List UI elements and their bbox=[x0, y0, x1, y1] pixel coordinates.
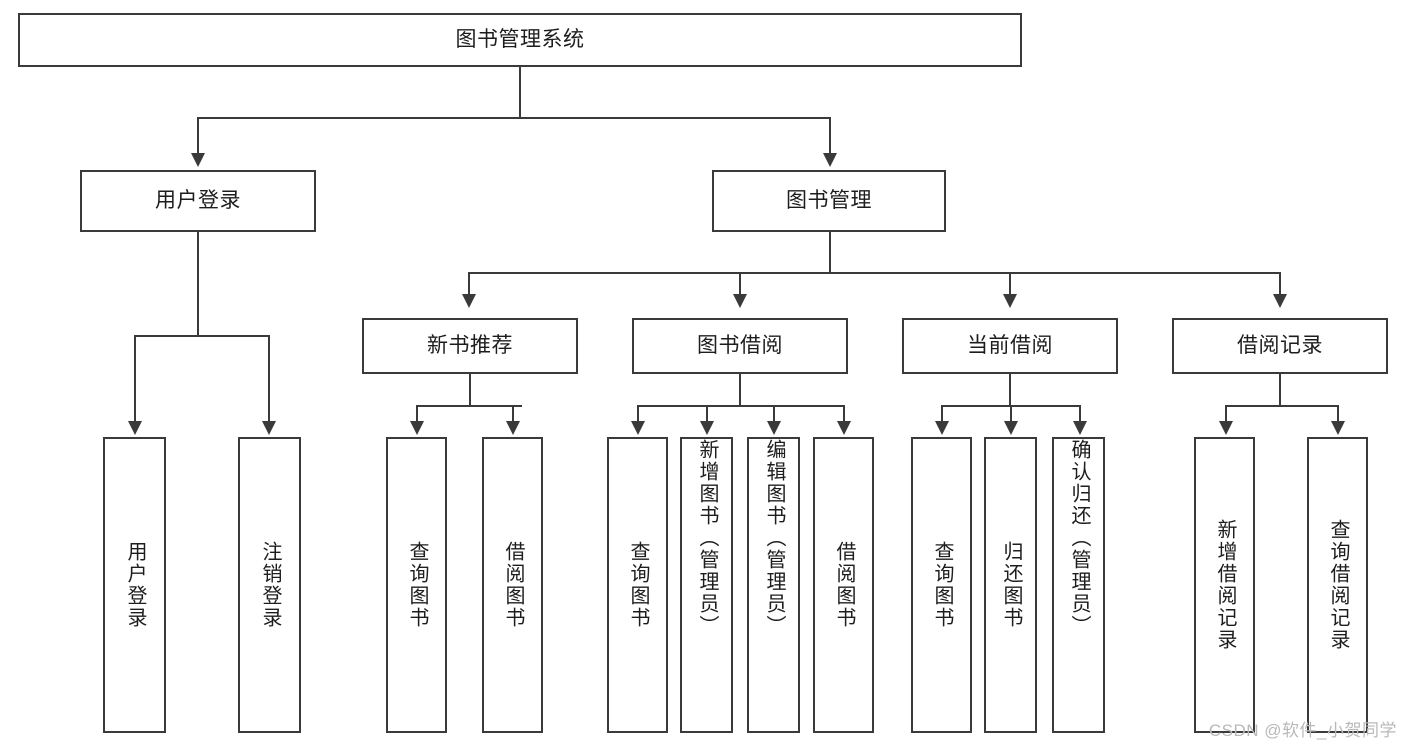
connector-to-user-login bbox=[197, 117, 199, 155]
node-leaf-query-book-2[interactable]: 查询图书 bbox=[607, 437, 668, 733]
node-current-borrow[interactable]: 当前借阅 bbox=[902, 318, 1118, 374]
connector-level1-bus bbox=[197, 117, 831, 119]
connector-to-leaf-query-book-2 bbox=[637, 405, 639, 423]
node-label: 查询图书 bbox=[406, 541, 428, 629]
connector-new-book-bus bbox=[416, 405, 522, 407]
node-book-borrow[interactable]: 图书借阅 bbox=[632, 318, 848, 374]
node-label: 查询借阅记录 bbox=[1327, 519, 1349, 651]
arrowhead-to-current-borrow bbox=[1003, 294, 1017, 308]
node-root-system[interactable]: 图书管理系统 bbox=[18, 13, 1022, 67]
connector-level3-bus bbox=[468, 272, 1280, 274]
node-leaf-borrow-book-2[interactable]: 借阅图书 bbox=[813, 437, 874, 733]
connector-to-current-borrow bbox=[1009, 272, 1011, 296]
node-leaf-query-book-3[interactable]: 查询图书 bbox=[911, 437, 972, 733]
node-leaf-add-book[interactable]: 新增图书（管理员） bbox=[680, 437, 733, 733]
arrowhead-to-leaf-query-record bbox=[1331, 421, 1345, 435]
node-label: 注销登录 bbox=[259, 541, 281, 629]
arrowhead-to-leaf-edit-book bbox=[767, 421, 781, 435]
node-label: 确认归还（管理员） bbox=[1068, 439, 1090, 637]
arrowhead-to-new-book-recommend bbox=[462, 294, 476, 308]
connector-to-leaf-edit-book bbox=[773, 405, 775, 423]
arrowhead-to-leaf-query-book-2 bbox=[631, 421, 645, 435]
connector-to-leaf-user-login bbox=[134, 335, 136, 423]
connector-to-book-borrow bbox=[739, 272, 741, 296]
node-leaf-query-book-1[interactable]: 查询图书 bbox=[386, 437, 447, 733]
node-leaf-confirm-return[interactable]: 确认归还（管理员） bbox=[1052, 437, 1105, 733]
node-label: 新增图书（管理员） bbox=[696, 439, 718, 637]
node-label: 借阅记录 bbox=[1237, 333, 1323, 357]
node-label: 图书借阅 bbox=[697, 333, 783, 357]
node-label: 图书管理系统 bbox=[455, 27, 585, 51]
connector-borrow-record-stem bbox=[1279, 374, 1281, 405]
arrowhead-to-leaf-query-book-1 bbox=[410, 421, 424, 435]
connector-to-leaf-query-book-3 bbox=[941, 405, 943, 423]
node-label: 新增借阅记录 bbox=[1214, 519, 1236, 651]
node-leaf-borrow-book-1[interactable]: 借阅图书 bbox=[482, 437, 543, 733]
connector-book-manage-stem bbox=[829, 232, 831, 272]
node-leaf-query-record[interactable]: 查询借阅记录 bbox=[1307, 437, 1368, 733]
connector-book-borrow-stem bbox=[739, 374, 741, 405]
arrowhead-to-leaf-add-book bbox=[700, 421, 714, 435]
node-label: 图书管理 bbox=[786, 188, 872, 212]
arrowhead-to-leaf-add-record bbox=[1219, 421, 1233, 435]
connector-to-leaf-borrow-book-2 bbox=[843, 405, 845, 423]
connector-to-leaf-query-book-1 bbox=[416, 405, 418, 423]
node-label: 借阅图书 bbox=[833, 541, 855, 629]
node-user-login[interactable]: 用户登录 bbox=[80, 170, 316, 232]
node-label: 编辑图书（管理员） bbox=[763, 439, 785, 637]
node-leaf-user-login[interactable]: 用户登录 bbox=[103, 437, 166, 733]
connector-to-leaf-add-book bbox=[706, 405, 708, 423]
connector-borrow-record-bus bbox=[1225, 405, 1337, 407]
arrowhead-to-book-borrow bbox=[733, 294, 747, 308]
connector-to-leaf-query-record bbox=[1337, 405, 1339, 423]
connector-new-book-stem bbox=[469, 374, 471, 405]
node-label: 当前借阅 bbox=[967, 333, 1053, 357]
node-label: 借阅图书 bbox=[502, 541, 524, 629]
connector-user-login-bus bbox=[134, 335, 270, 337]
node-leaf-return-book[interactable]: 归还图书 bbox=[984, 437, 1037, 733]
connector-to-leaf-add-record bbox=[1225, 405, 1227, 423]
connector-to-leaf-confirm-return bbox=[1079, 405, 1081, 423]
node-book-manage[interactable]: 图书管理 bbox=[712, 170, 946, 232]
arrowhead-to-leaf-user-login bbox=[128, 421, 142, 435]
node-label: 查询图书 bbox=[627, 541, 649, 629]
arrowhead-to-book-manage bbox=[823, 153, 837, 167]
arrowhead-to-leaf-logout bbox=[262, 421, 276, 435]
node-label: 查询图书 bbox=[931, 541, 953, 629]
node-leaf-edit-book[interactable]: 编辑图书（管理员） bbox=[747, 437, 800, 733]
node-label: 新书推荐 bbox=[427, 333, 513, 357]
arrowhead-to-leaf-confirm-return bbox=[1073, 421, 1087, 435]
connector-to-new-book-recommend bbox=[468, 272, 470, 296]
arrowhead-to-leaf-borrow-book-2 bbox=[837, 421, 851, 435]
arrowhead-to-borrow-record bbox=[1273, 294, 1287, 308]
arrowhead-to-leaf-query-book-3 bbox=[935, 421, 949, 435]
connector-to-leaf-logout bbox=[268, 335, 270, 423]
node-label: 用户登录 bbox=[155, 188, 241, 212]
node-label: 用户登录 bbox=[124, 541, 146, 629]
node-leaf-add-record[interactable]: 新增借阅记录 bbox=[1194, 437, 1255, 733]
node-new-book-recommend[interactable]: 新书推荐 bbox=[362, 318, 578, 374]
arrowhead-to-leaf-borrow-book-1 bbox=[506, 421, 520, 435]
connector-current-borrow-stem bbox=[1009, 374, 1011, 405]
arrowhead-to-leaf-return-book bbox=[1004, 421, 1018, 435]
connector-to-book-manage bbox=[829, 117, 831, 155]
connector-to-leaf-borrow-book-1 bbox=[512, 405, 514, 423]
connector-root-stem bbox=[519, 67, 521, 117]
connector-book-borrow-bus bbox=[637, 405, 845, 407]
node-leaf-logout[interactable]: 注销登录 bbox=[238, 437, 301, 733]
connector-to-borrow-record bbox=[1279, 272, 1281, 296]
connector-to-leaf-return-book bbox=[1010, 405, 1012, 423]
node-label: 归还图书 bbox=[1000, 541, 1022, 629]
node-borrow-record[interactable]: 借阅记录 bbox=[1172, 318, 1388, 374]
connector-user-login-stem bbox=[197, 232, 199, 335]
arrowhead-to-user-login bbox=[191, 153, 205, 167]
